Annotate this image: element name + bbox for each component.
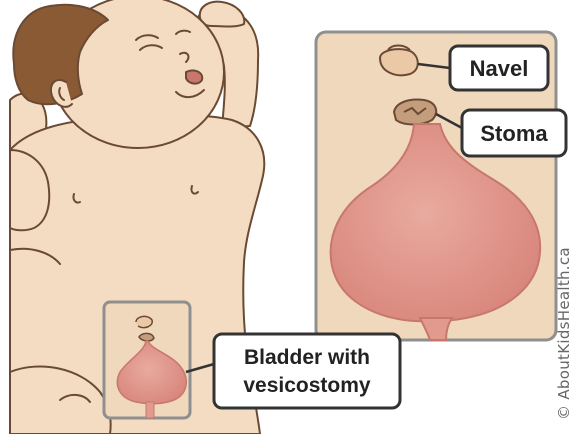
stoma-label-text: Stoma	[480, 121, 548, 146]
small-navel-icon	[136, 316, 152, 327]
navel-icon	[380, 49, 418, 75]
navel-label-text: Navel	[470, 56, 529, 81]
bladder-label-line1: Bladder with	[244, 346, 370, 369]
bladder-label: Bladder with vesicostomy	[214, 334, 400, 408]
bladder-label-line2: vesicostomy	[243, 374, 371, 397]
baby-hand	[200, 2, 244, 27]
navel-label: Navel	[450, 46, 548, 90]
small-stoma-icon	[139, 333, 154, 341]
stoma-label: Stoma	[462, 110, 566, 156]
copyright-text: © AboutKidsHealth.ca	[555, 247, 569, 420]
